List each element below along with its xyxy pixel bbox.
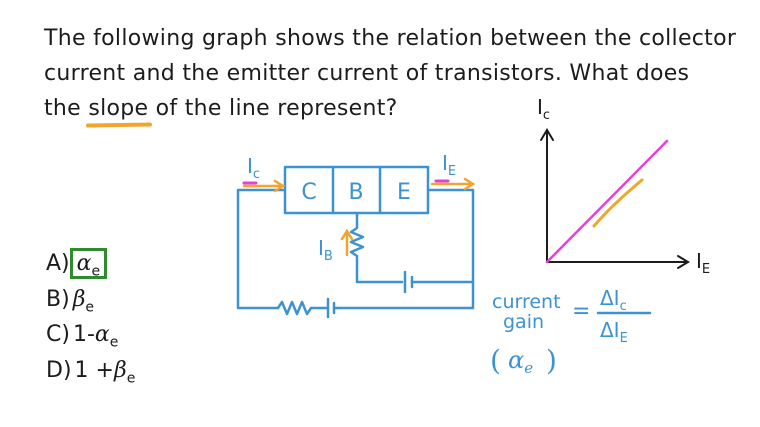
option-c-sub: e [109,334,119,351]
ie-label-sub: E [448,164,456,179]
option-c-label: C) [46,322,70,347]
ie-label: IE [442,151,456,179]
collector-wire [236,188,287,310]
ib-label-main: I [318,236,324,260]
option-c-prefix: 1- [72,322,95,347]
option-c[interactable]: C)1-αe [46,322,121,350]
delta-ie-main: ΔI [600,318,620,342]
option-d-sub: e [126,370,136,387]
graph-y-label-main: I [537,95,543,119]
delta-ic: ΔIc [600,286,627,314]
question-line-2: current and the emitter current of trans… [44,61,690,86]
option-d-symbol: β [113,358,127,383]
block-b: B [348,180,363,205]
ib-label-sub: B [324,249,333,264]
equals-sign: = [572,299,590,324]
option-c-answer: 1-αe [70,322,121,351]
option-d-prefix: 1 + [74,358,114,383]
block-e: E [397,180,411,205]
graph-x-label: IE [696,249,710,277]
alpha-open-paren: ( [490,344,501,377]
option-a-symbol: α [76,251,92,276]
option-a-label: A) [46,251,70,276]
delta-ic-sub: c [620,299,627,314]
option-b-answer: βe [70,287,97,316]
gain-word: gain [503,311,544,333]
alpha-close-paren: ) [546,344,557,377]
graph-axes [540,128,690,269]
graph-x-label-sub: E [702,262,710,277]
question-line-3-post: of the line represent? [148,96,398,121]
graph-line [545,139,669,264]
base-wire [349,211,404,284]
ib-arrow-head [340,228,354,241]
alpha-e-main: α [508,346,524,374]
delta-ie-sub: E [620,331,628,346]
emitter-wire [336,188,475,310]
question-line-1: The following graph shows the relation b… [44,26,737,51]
delta-ic-main: ΔI [600,286,620,310]
current-word: current [492,291,561,313]
y-axis-arrow [540,128,554,141]
graph-x-label-main: I [696,249,702,273]
current-arrows [242,177,476,257]
ie-arrow-head [463,177,476,191]
slope-mark [592,178,644,228]
resistor-bottom [276,300,324,316]
option-d-label: D) [46,358,72,383]
transistor-circuit [236,165,475,319]
ib-label: IB [318,236,333,264]
option-b[interactable]: B)βe [46,287,97,315]
option-c-symbol: α [94,322,110,347]
option-b-sub: e [85,299,95,316]
x-axis-arrow [677,255,690,269]
option-b-label: B) [46,287,70,312]
ic-label-sub: c [253,167,260,182]
option-d[interactable]: D)1 +βe [46,358,138,386]
option-a-sub: e [91,263,101,280]
graph-y-label: Ic [537,95,550,123]
ic-label-main: I [247,154,253,178]
graph-y-label-sub: c [543,108,550,123]
option-d-answer: 1 +βe [72,358,139,387]
question-line-3: the slope of the line represent? [44,96,398,121]
slope-highlight: slope [88,96,149,121]
ie-label-main: I [442,151,448,175]
option-a[interactable]: A)αe [46,248,108,280]
ic-label: Ic [247,154,260,182]
option-b-symbol: β [72,287,86,312]
block-c: C [301,180,316,205]
question-line-3-pre: the [44,96,89,121]
alpha-e-sub: e [524,359,533,377]
option-a-answer: αe [69,248,108,280]
ic-arrow-head [273,179,286,193]
delta-ie: ΔIE [600,318,628,346]
alpha-e: αe [508,346,533,377]
